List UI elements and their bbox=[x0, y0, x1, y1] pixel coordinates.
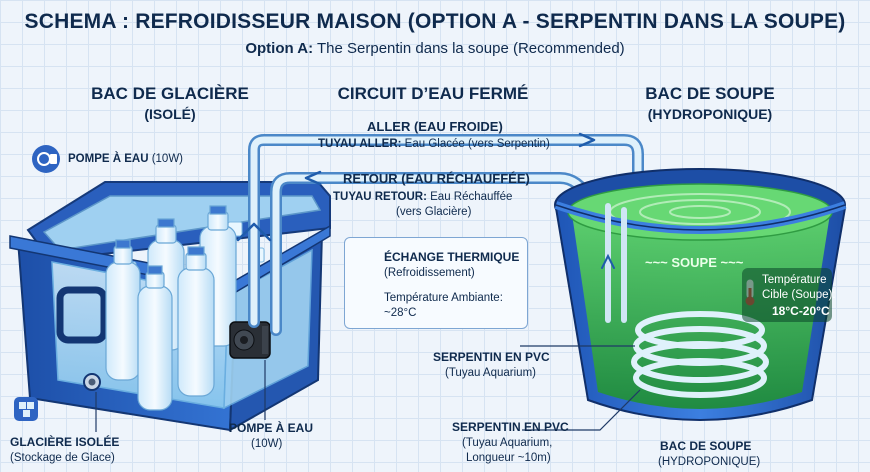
target-line-1: Température bbox=[762, 274, 827, 287]
subtitle-rest: The Serpentin dans la soupe (Recommended… bbox=[313, 40, 625, 57]
coil2-sub-1: (Tuyau Aquarium, bbox=[462, 437, 552, 450]
target-value: 18°C-20°C bbox=[772, 305, 830, 319]
coil-label: SERPENTIN EN PVC bbox=[433, 351, 550, 365]
exchange-title: ÉCHANGE THERMIQUE bbox=[384, 251, 519, 265]
exchange-sub: (Refroidissement) bbox=[384, 267, 475, 280]
supply-title: ALLER (EAU FROIDE) bbox=[367, 120, 503, 135]
ambient-value: ~28°C bbox=[384, 307, 416, 320]
return-text: TUYAU RETOUR: Eau Réchauffée bbox=[333, 191, 512, 204]
soup-subheading: (HYDROPONIQUE) bbox=[600, 106, 820, 122]
circuit-heading: CIRCUIT D’EAU FERMÉ bbox=[318, 84, 548, 104]
return-title: RETOUR (EAU RÉCHAUFFÉE) bbox=[343, 172, 530, 187]
soup-bottom-sub: (HYDROPONIQUE) bbox=[658, 456, 760, 469]
soup-bottom-label: BAC DE SOUPE bbox=[660, 440, 751, 454]
page-title: SCHEMA : REFROIDISSEUR MAISON (OPTION A … bbox=[0, 10, 870, 34]
return-text-2: (vers Glacière) bbox=[396, 206, 471, 219]
soup-heading: BAC DE SOUPE bbox=[600, 84, 820, 104]
supply-text: TUYAU ALLER: Eau Glacée (vers Serpentin) bbox=[318, 138, 550, 151]
ice-cube-icon bbox=[14, 397, 38, 421]
soup-liquid-label: ~~~ SOUPE ~~~ bbox=[645, 256, 743, 271]
insulated-sub: (Stockage de Glace) bbox=[10, 452, 115, 465]
cooler-heading: BAC DE GLACIÈRE bbox=[60, 84, 280, 104]
pump-icon bbox=[32, 145, 60, 173]
ambient-label: Température Ambiante: bbox=[384, 292, 503, 305]
insulated-label: GLACIÈRE ISOLÉE bbox=[10, 436, 119, 450]
coil2-sub-2: Longueur ~10m) bbox=[466, 452, 551, 465]
coil2-label: SERPENTIN EN PVC bbox=[452, 421, 569, 435]
target-line-2: Cible (Soupe): bbox=[762, 289, 836, 302]
pump-bottom-label: POMPE À EAU bbox=[229, 422, 313, 436]
cooler-subheading: (ISOLÉ) bbox=[60, 106, 280, 122]
subtitle-bold: Option A: bbox=[245, 40, 313, 57]
page-subtitle: Option A: The Serpentin dans la soupe (R… bbox=[0, 40, 870, 57]
pump-bottom-spec: (10W) bbox=[251, 438, 282, 451]
pump-label: POMPE À EAU (10W) bbox=[68, 153, 183, 166]
coil-sub: (Tuyau Aquarium) bbox=[445, 367, 536, 380]
